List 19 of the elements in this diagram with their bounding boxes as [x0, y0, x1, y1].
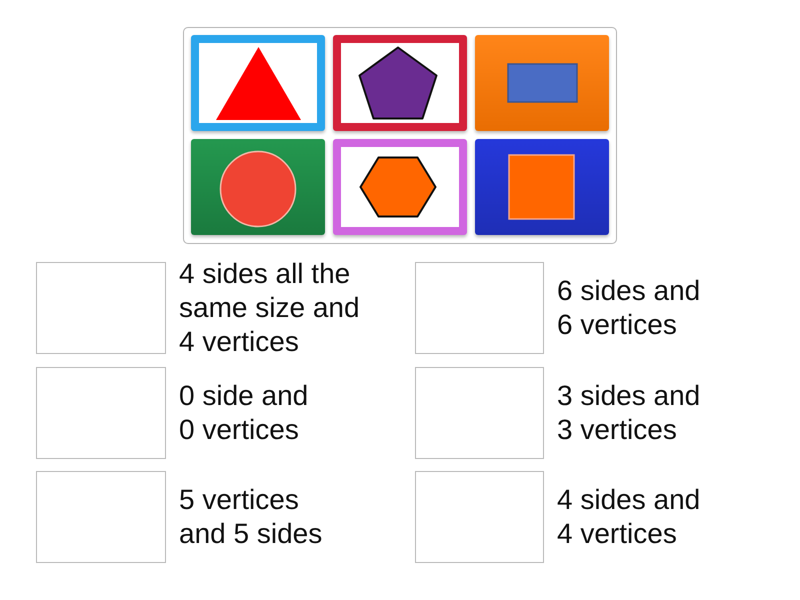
picture-card	[475, 35, 609, 131]
picture-card	[191, 139, 325, 235]
picture-card	[475, 139, 609, 235]
description-text: 3 sides and 3 vertices	[557, 379, 702, 447]
picture-card	[191, 35, 325, 131]
description-text: 6 sides and 6 vertices	[557, 274, 702, 342]
answer-box	[36, 367, 166, 459]
description-text: 5 vertices and 5 sides	[179, 483, 324, 551]
picture-card	[333, 35, 467, 131]
answer-box	[415, 262, 544, 354]
answer-box	[415, 471, 544, 563]
answer-box	[415, 367, 544, 459]
picture-card	[333, 139, 467, 235]
answer-box	[36, 262, 166, 354]
description-text: 4 sides and 4 vertices	[557, 483, 702, 551]
description-text: 0 side and 0 vertices	[179, 379, 310, 447]
answer-box	[36, 471, 166, 563]
description-text: 4 sides all the same size and 4 vertices	[179, 257, 361, 359]
picture-panel	[183, 27, 617, 244]
